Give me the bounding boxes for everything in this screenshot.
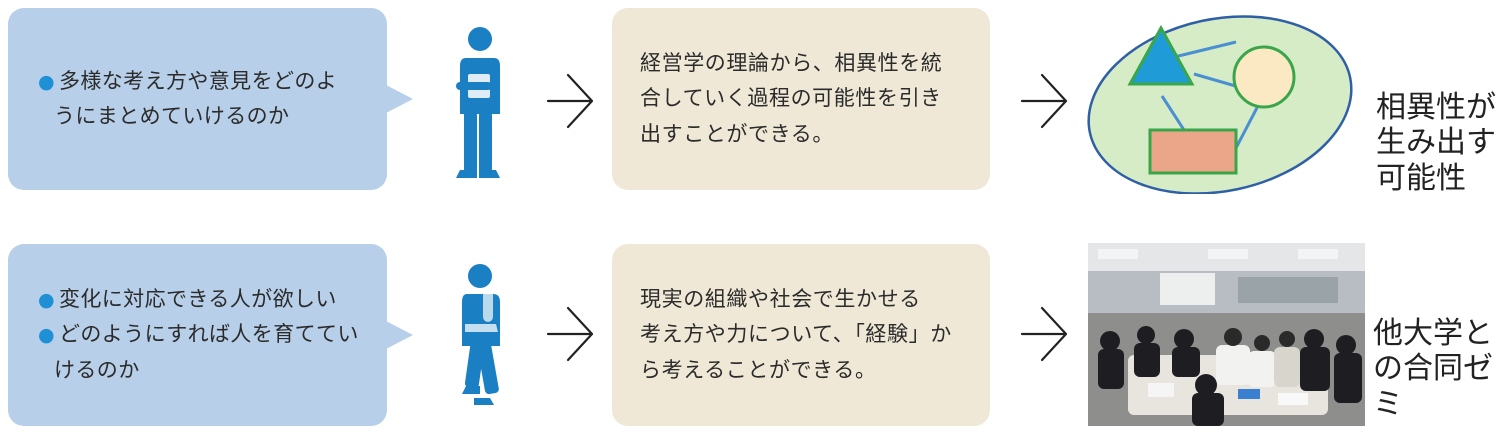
outcome-box-1: 経営学の理論から、相異性を統 合していく過程の可能性を引き 出すことができる。 [612,8,990,190]
concern-line: ●多様な考え方や意見をどのよ [38,64,373,99]
seminar-photo [1088,243,1365,426]
right-arrow-icon [1020,73,1068,129]
right-arrow-icon [546,306,594,362]
concern-text: けるのか [54,357,140,382]
concern-text: 変化に対応できる人が欲しい [58,287,337,312]
bullet: ● [38,70,55,93]
outcome-box-2: 現実の組織や社会で生かせる 考え方や力について、「経験」か ら考えることができる… [612,244,990,426]
concern-line: ●どのようにすれば人を育ててい [38,317,373,352]
triangle-shape [1127,24,1195,86]
person-thinking-icon [462,264,500,405]
concern-line: ●変化に対応できる人が欲しい [38,282,373,317]
bullet: ● [38,324,55,347]
caption-line: 他大学と [1373,316,1493,351]
concern-line: うにまとめていけるのか [38,99,373,134]
rect-shape [1148,128,1238,175]
caption-line: 生み出す [1376,125,1496,161]
person-holding-book-icon [456,27,500,178]
circle-shape [1232,45,1296,109]
outcome-line: 現実の組織や社会で生かせる [640,287,921,312]
right-arrow-icon [546,73,594,129]
concern-bubble-2: ●変化に対応できる人が欲しい ●どのようにすれば人を育ててい けるのか [8,244,413,426]
outcome-line: 出すことができる。 [640,121,834,146]
caption-line: 相異性が [1376,90,1496,125]
concern-text: 多様な考え方や意見をどのよ [58,68,338,93]
caption-line: 可能性 [1376,160,1466,196]
concern-text: どのようにすれば人を育ててい [58,322,359,347]
outcome-line: 経営学の理論から、相異性を統 [640,51,943,76]
outcome-line: ら考えることができる。 [640,357,877,382]
caption-line: の合同ゼ [1373,351,1493,387]
outcome-line: 合していく過程の可能性を引き [640,86,942,111]
concern-text: うにまとめていけるのか [54,104,290,128]
right-arrow-icon [1020,306,1068,362]
concern-line: けるのか [38,353,373,388]
diversity-diagram [1087,15,1353,194]
photo-caption: 他大学と の合同ゼ ミ [1373,316,1493,422]
outcome-line: 考え方や力について、「経験」か [640,322,952,347]
bullet: ● [38,289,55,312]
caption-line: ミ [1373,386,1403,422]
concern-bubble-1: ●多様な考え方や意見をどのよ うにまとめていけるのか [8,8,413,190]
diagram-caption: 相異性が 生み出す 可能性 [1376,90,1496,196]
